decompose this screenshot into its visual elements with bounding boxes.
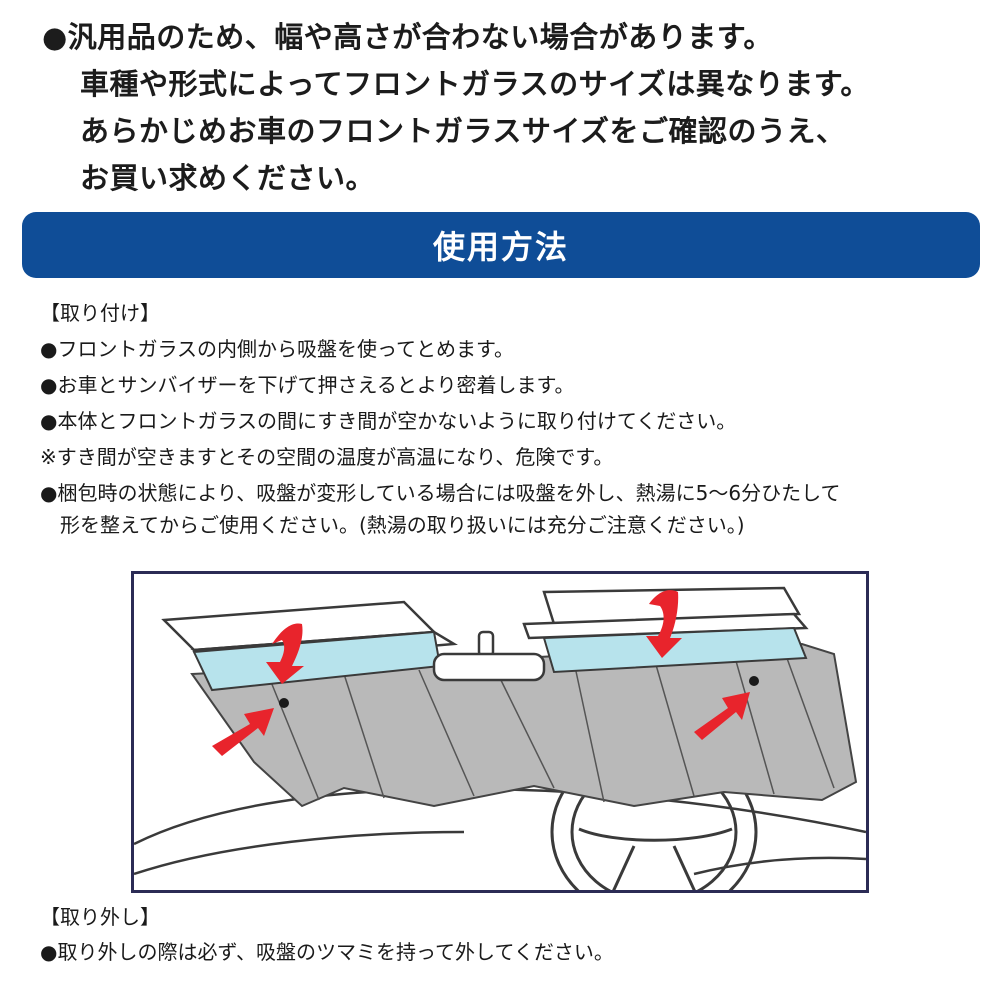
section-title: 使用方法 <box>432 228 569 266</box>
notice-line-2: 車種や形式によってフロントガラスのサイズは異なります。 <box>80 67 870 101</box>
left-suction-cup-icon <box>279 698 289 708</box>
attach-note: ※すき間が空きますとその空間の温度が高温になり、危険です。 <box>40 445 614 469</box>
rearview-mirror <box>432 630 546 682</box>
attach-section: 【取り付け】 ●フロントガラスの内側から吸盤を使ってとめます。 ●お車とサンバイ… <box>40 298 841 539</box>
attach-heading: 【取り付け】 <box>40 301 160 325</box>
notice-block: ●汎用品のため、幅や高さが合わない場合があります。 車種や形式によってフロントガ… <box>42 14 992 202</box>
attach-item-5-line-1: ●梱包時の状態により、吸盤が変形している場合には吸盤を外し、熱湯に5～6分ひたし… <box>40 481 841 505</box>
right-suction-cup-icon <box>749 676 759 686</box>
left-push-arrow-icon <box>266 623 304 684</box>
installation-illustration <box>131 571 869 893</box>
remove-item-1: ●取り外しの際は必ず、吸盤のツマミを持って外してください。 <box>40 940 614 964</box>
remove-section: 【取り外し】 ●取り外しの際は必ず、吸盤のツマミを持って外してください。 <box>40 902 614 970</box>
notice-line-1: ●汎用品のため、幅や高さが合わない場合があります。 <box>42 20 773 54</box>
notice-line-3: あらかじめお車のフロントガラスサイズをご確認のうえ、 <box>80 114 846 148</box>
section-banner: 使用方法 <box>22 212 980 278</box>
attach-item-2: ●お車とサンバイザーを下げて押さえるとより密着します。 <box>40 373 575 397</box>
left-suction-arrow-icon <box>212 708 274 756</box>
right-suction-arrow-icon <box>694 692 750 740</box>
notice-line-4: お買い求めください。 <box>80 161 376 195</box>
windshield-sunshade <box>190 642 858 808</box>
attach-item-1: ●フロントガラスの内側から吸盤を使ってとめます。 <box>40 337 515 361</box>
attach-item-3: ●本体とフロントガラスの間にすき間が空かないように取り付けてください。 <box>40 409 737 433</box>
remove-heading: 【取り外し】 <box>40 905 160 929</box>
sunshade-folds <box>268 649 835 803</box>
right-push-arrow-icon <box>646 590 682 658</box>
right-visor-band <box>542 626 808 674</box>
attach-item-5-line-2: 形を整えてからご使用ください。(熱湯の取り扱いには充分ご注意ください。) <box>60 513 745 537</box>
